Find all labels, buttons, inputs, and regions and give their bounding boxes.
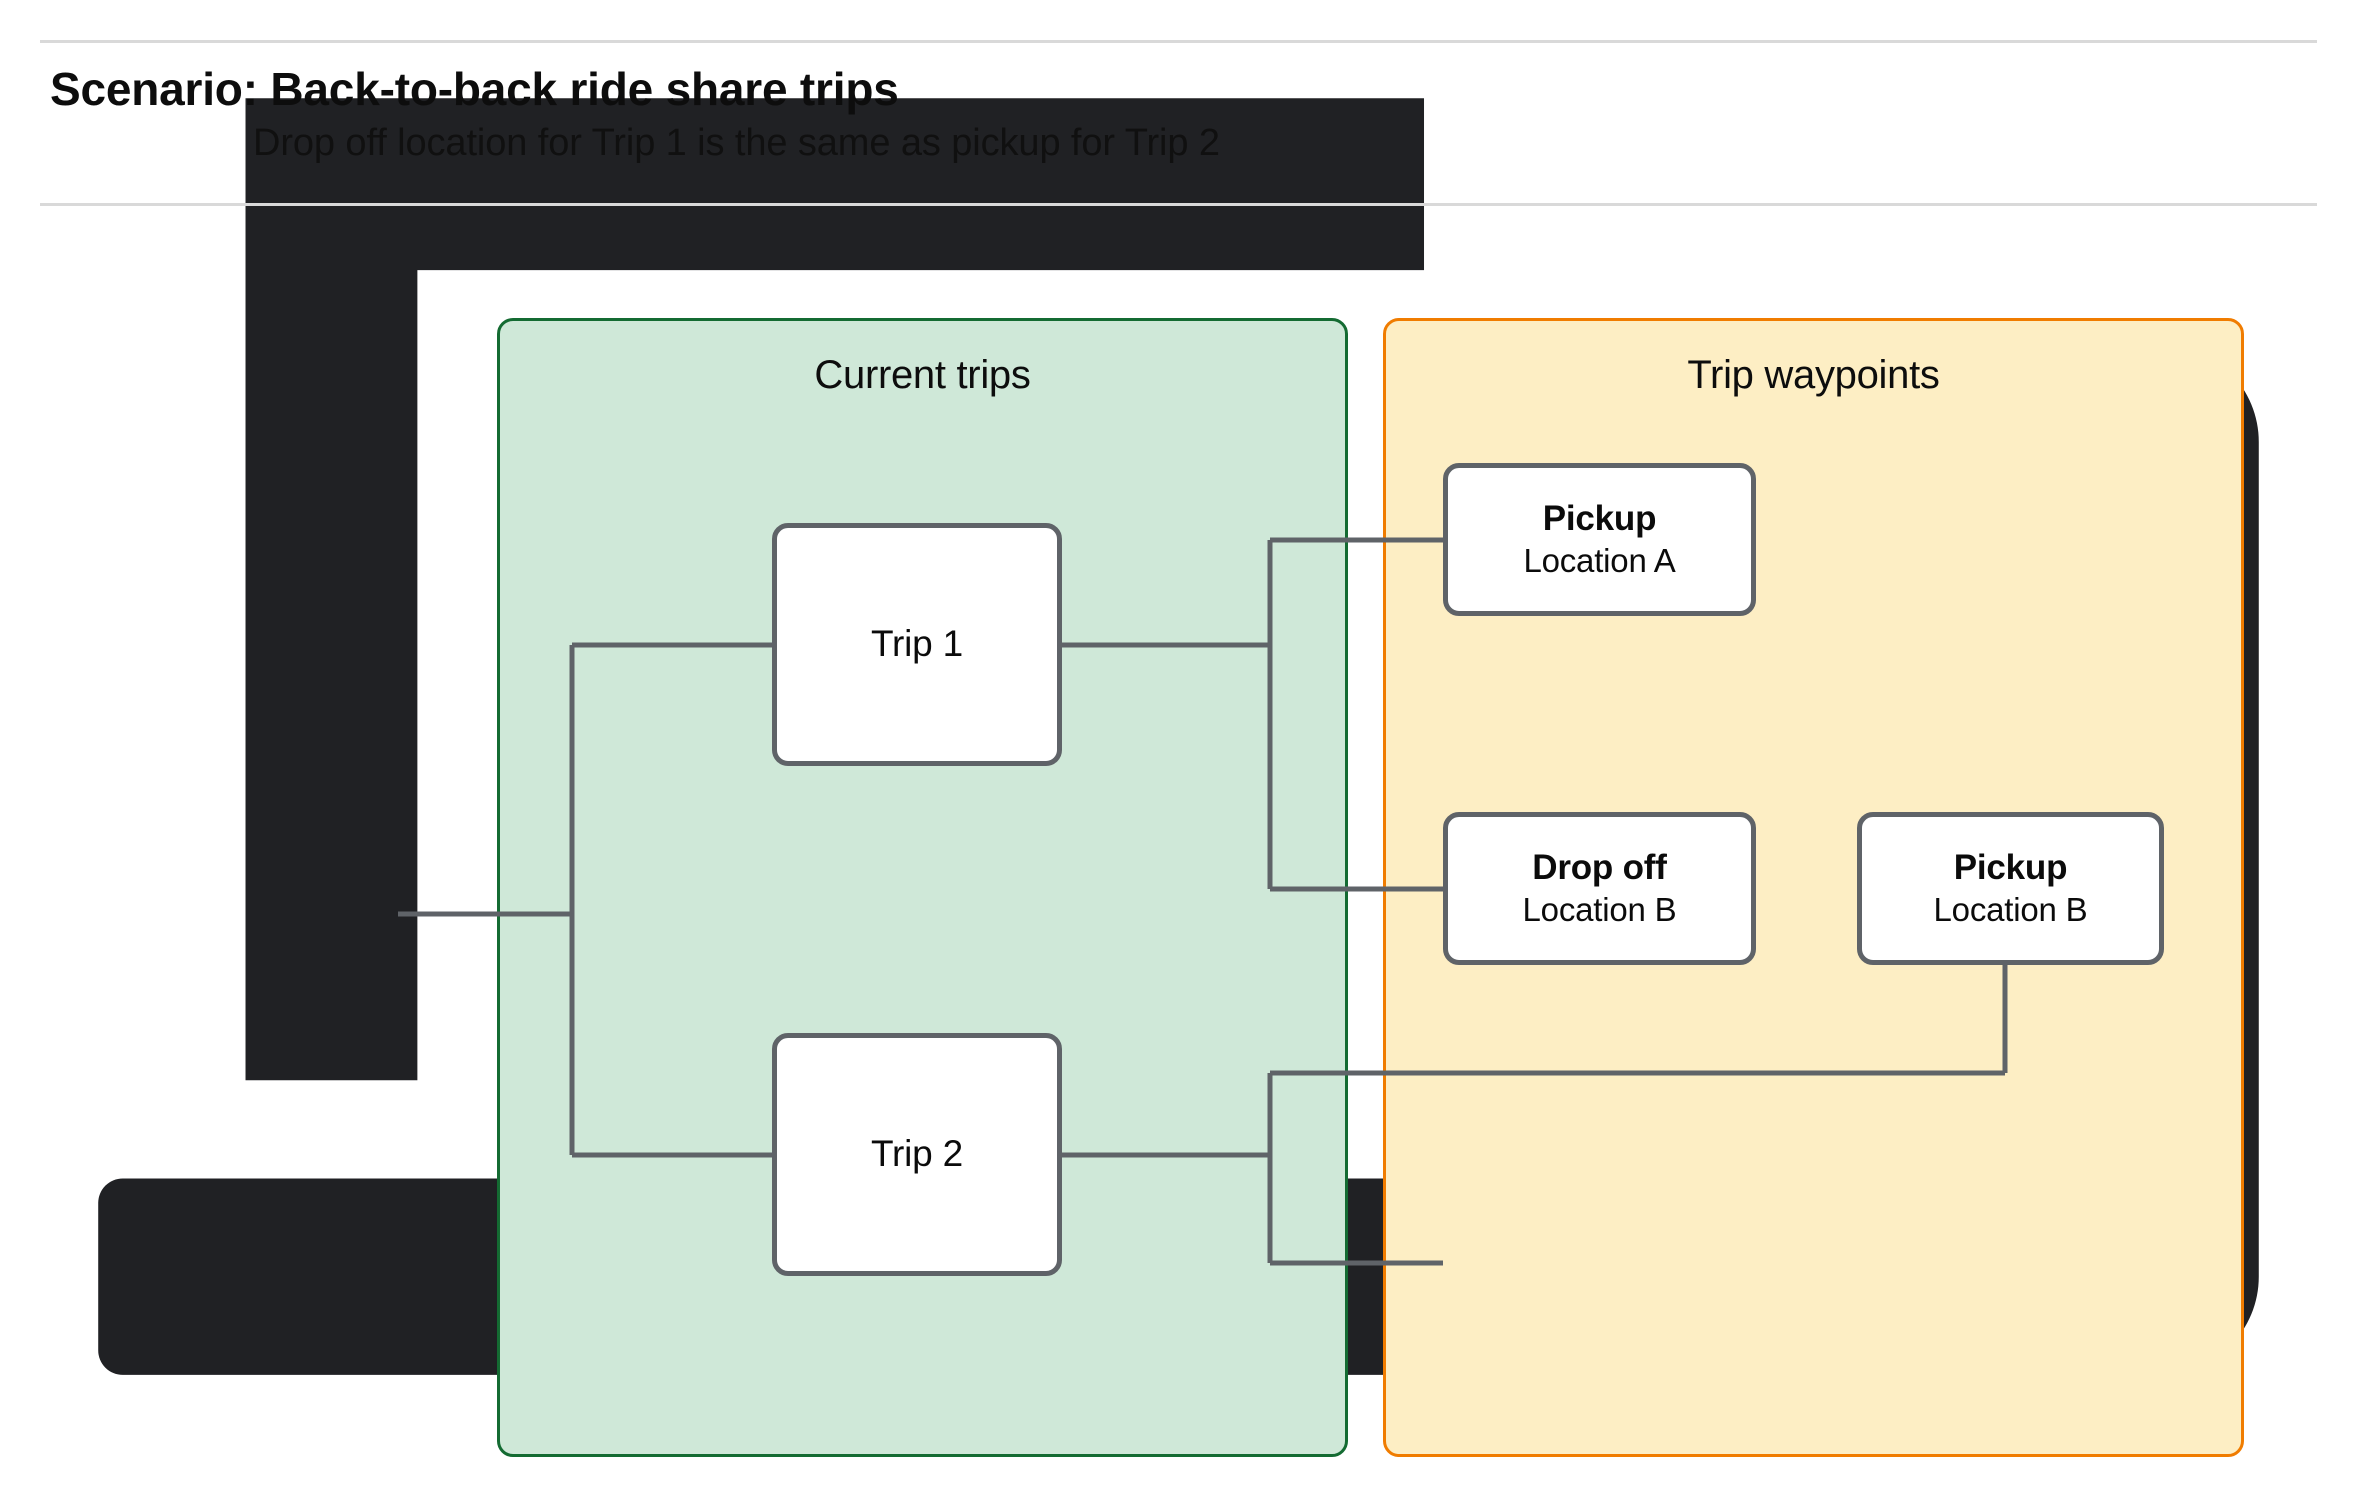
header-divider-bottom bbox=[40, 203, 2317, 206]
panel-current-trips: Current trips bbox=[497, 318, 1348, 1457]
node-dropoff-b-title: Drop off bbox=[1532, 847, 1667, 887]
node-dropoff-b-location: Location B bbox=[1522, 890, 1677, 928]
node-pickup-a-title: Pickup bbox=[1542, 498, 1657, 538]
node-pickup-location-a[interactable]: Pickup Location A bbox=[1443, 463, 1756, 616]
node-trip-2[interactable]: Trip 2 bbox=[772, 1033, 1062, 1276]
node-trip-1-label: Trip 1 bbox=[870, 623, 963, 665]
node-pickup-location-b[interactable]: Pickup Location B bbox=[1857, 812, 2164, 965]
panel-title-trip-waypoints: Trip waypoints bbox=[1687, 353, 1940, 397]
page-subtitle: Drop off location for Trip 1 is the same… bbox=[253, 122, 1220, 164]
panel-title-current-trips: Current trips bbox=[814, 353, 1031, 397]
node-pickup-b-title: Pickup bbox=[1953, 847, 2068, 887]
node-pickup-b-location: Location B bbox=[1933, 890, 2088, 928]
page-title: Scenario: Back-to-back ride share trips bbox=[50, 63, 899, 115]
node-pickup-a-location: Location A bbox=[1523, 541, 1676, 579]
node-trip-2-label: Trip 2 bbox=[870, 1133, 963, 1175]
node-trip-1[interactable]: Trip 1 bbox=[772, 523, 1062, 766]
header-divider-top bbox=[40, 40, 2317, 43]
node-dropoff-location-b[interactable]: Drop off Location B bbox=[1443, 812, 1756, 965]
